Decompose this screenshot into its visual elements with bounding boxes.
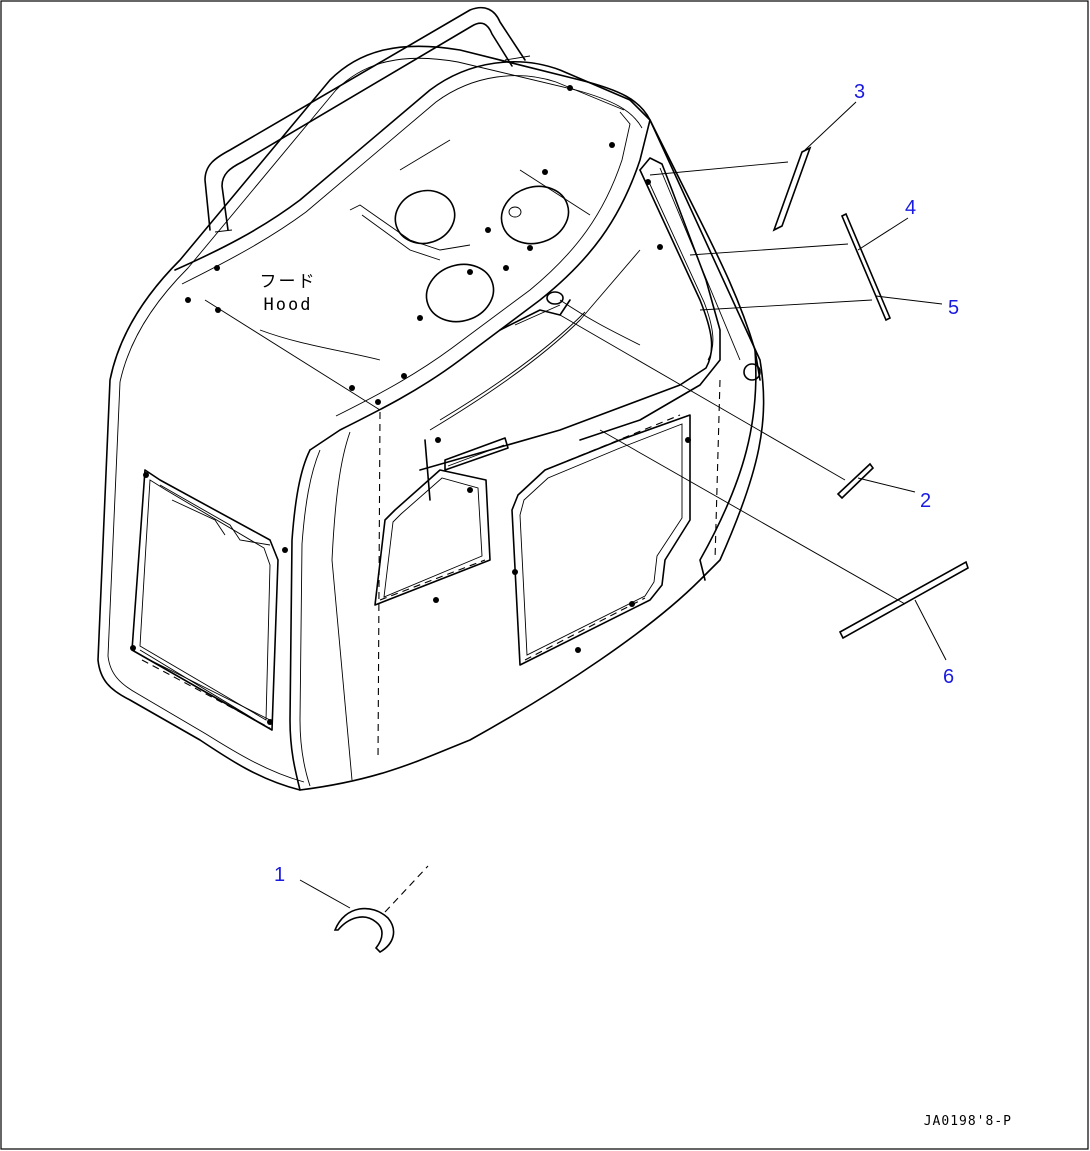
hood-body bbox=[97, 6, 765, 791]
hood-label-japanese: フード bbox=[259, 272, 317, 292]
drawing-code: JA0198'8-P bbox=[923, 1114, 1012, 1129]
callout-2[interactable]: 2 bbox=[920, 490, 932, 512]
part-4-long-seal bbox=[689, 212, 909, 322]
top-panel-openings bbox=[394, 185, 570, 323]
callout-6[interactable]: 6 bbox=[943, 666, 955, 688]
callout-5[interactable]: 5 bbox=[948, 297, 960, 319]
callout-3[interactable]: 3 bbox=[854, 81, 866, 103]
part-2-short-seal bbox=[559, 314, 916, 500]
part-3-angled-seal bbox=[649, 101, 857, 232]
callout-4[interactable]: 4 bbox=[905, 197, 917, 219]
part-1-crescent-seal bbox=[299, 865, 429, 953]
hood-label-english: Hood bbox=[263, 295, 313, 315]
part-6-long-strip bbox=[599, 429, 969, 661]
part-5-leader bbox=[699, 295, 943, 311]
seal-strips bbox=[141, 414, 681, 729]
bolt-holes bbox=[130, 85, 691, 725]
callout-1[interactable]: 1 bbox=[274, 864, 286, 886]
